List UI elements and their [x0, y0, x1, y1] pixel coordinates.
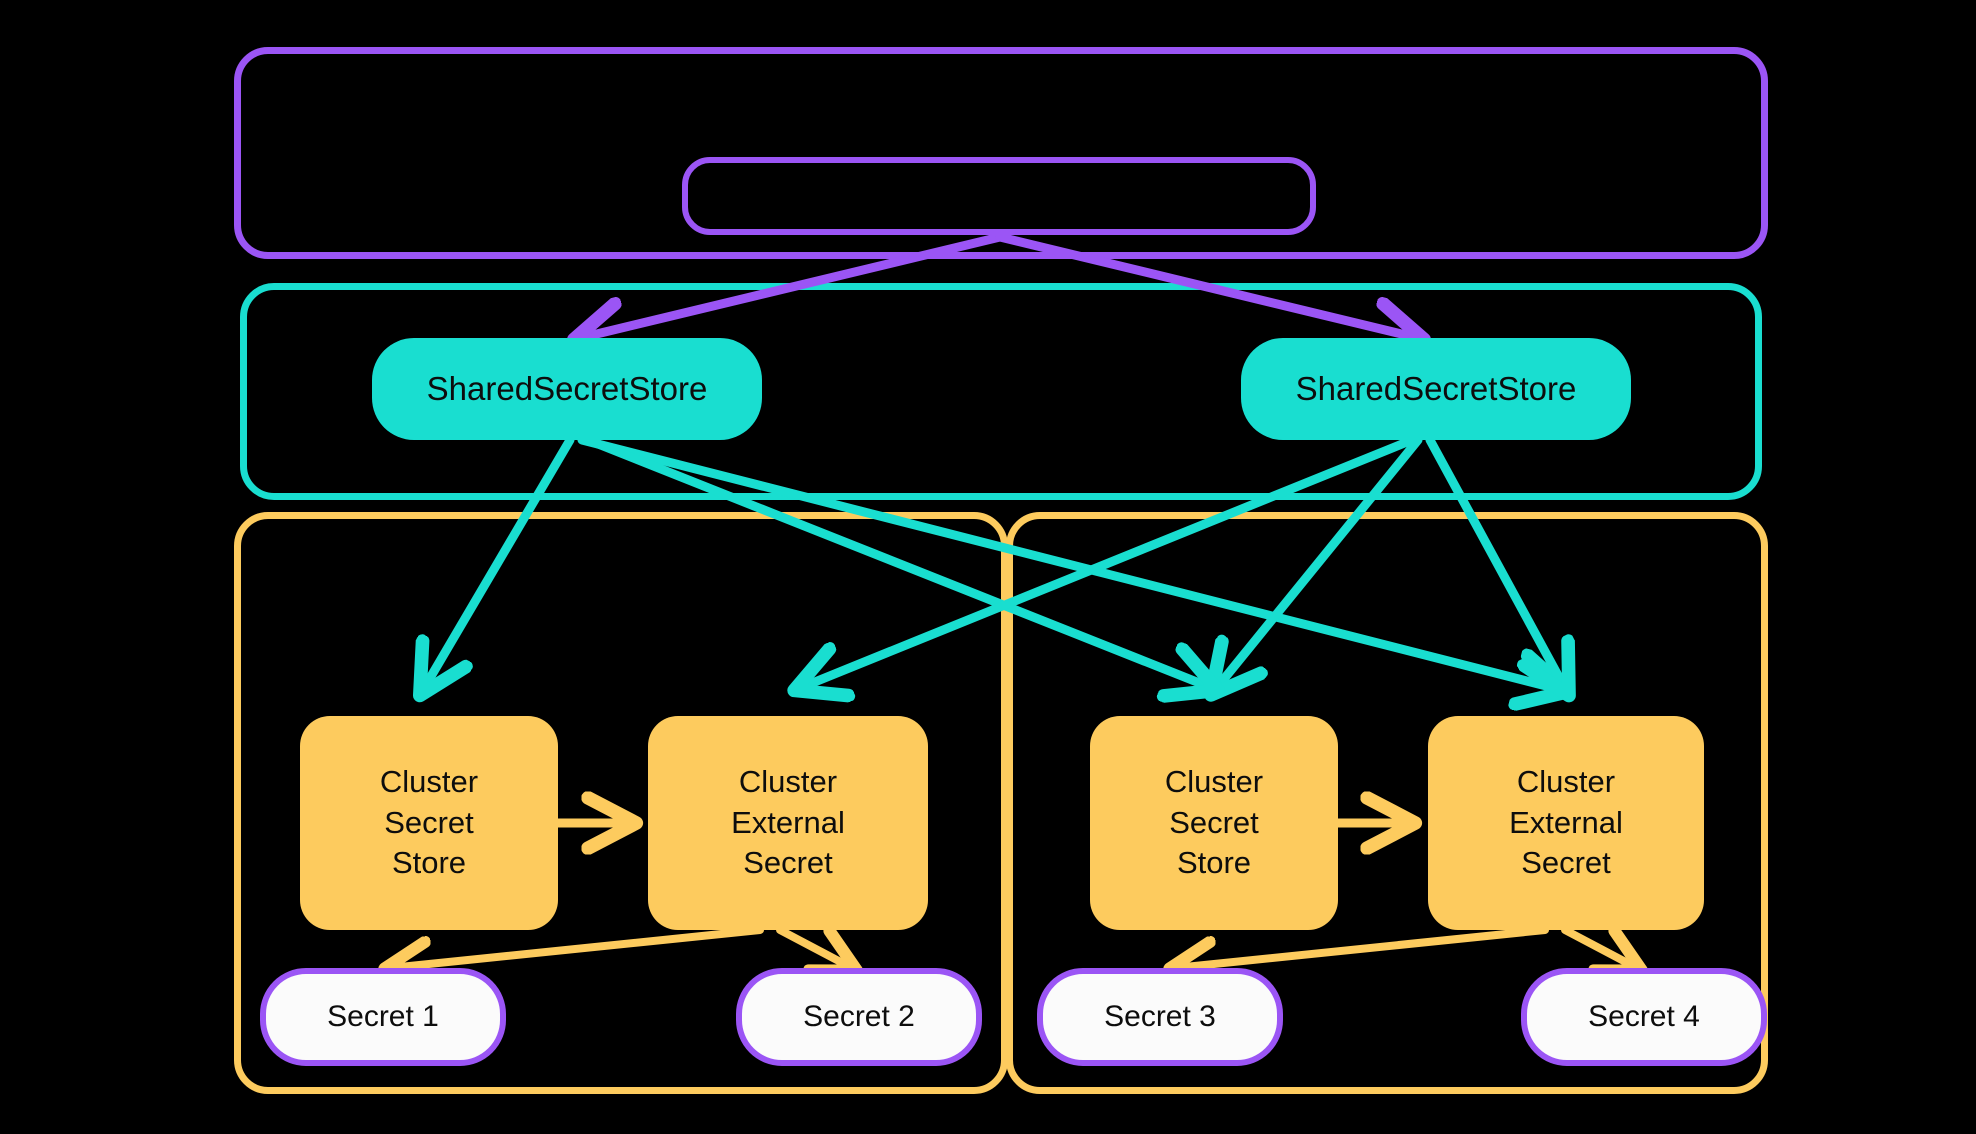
node-secret-2[interactable]: Secret 2	[736, 968, 982, 1066]
node-cluster-external-secret-left[interactable]: Cluster External Secret	[648, 716, 928, 930]
management-pill[interactable]	[682, 157, 1316, 235]
node-cluster-secret-store-right[interactable]: Cluster Secret Store	[1090, 716, 1338, 930]
node-cluster-external-secret-right[interactable]: Cluster External Secret	[1428, 716, 1704, 930]
node-label: Secret 1	[327, 1000, 439, 1034]
node-secret-4[interactable]: Secret 4	[1521, 968, 1767, 1066]
node-cluster-secret-store-left[interactable]: Cluster Secret Store	[300, 716, 558, 930]
node-label: Secret 3	[1104, 1000, 1216, 1034]
node-label: Cluster Secret Store	[1164, 763, 1264, 881]
node-shared-secret-store-left[interactable]: SharedSecretStore	[372, 338, 762, 440]
node-label: SharedSecretStore	[426, 370, 708, 408]
node-label: Secret 2	[803, 1000, 915, 1034]
node-label: Cluster Secret Store	[379, 763, 479, 881]
node-label: Cluster External Secret	[731, 763, 845, 881]
node-label: Cluster External Secret	[1509, 763, 1623, 881]
node-secret-1[interactable]: Secret 1	[260, 968, 506, 1066]
node-shared-secret-store-right[interactable]: SharedSecretStore	[1241, 338, 1631, 440]
node-secret-3[interactable]: Secret 3	[1037, 968, 1283, 1066]
node-label: Secret 4	[1588, 1000, 1700, 1034]
node-label: SharedSecretStore	[1295, 370, 1577, 408]
